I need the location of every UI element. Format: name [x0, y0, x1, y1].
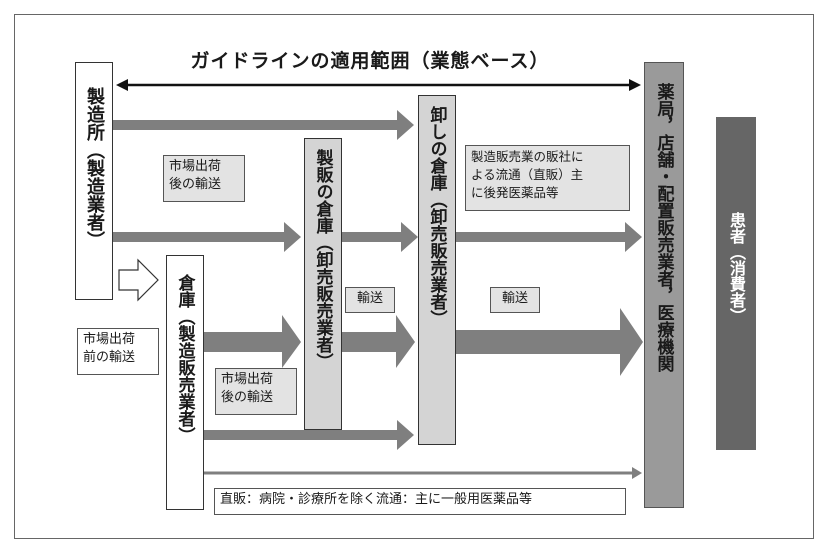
label-line: よる流通（直販）主 [471, 167, 584, 182]
wholesale-warehouse-label: 卸しの倉庫（卸売販売業者） [426, 106, 447, 327]
manufacturer-warehouse-box: 倉庫（製造販売業者） [166, 255, 204, 510]
diagram-title: ガイドラインの適用範囲（業態ベース） [190, 50, 550, 72]
label-line: 後の輸送 [221, 390, 274, 405]
pharmacy-label: 薬局，店舗・配置販売業者，医療機関 [653, 83, 674, 372]
arrow-warehouse-to-seihan [204, 315, 301, 368]
arrow-warehouse-to-pharmacy [204, 467, 642, 479]
patient-label: 患者（消費者） [727, 212, 746, 324]
hollow-arrow-factory-to-warehouse [118, 258, 159, 302]
pharmacy-box: 薬局，店舗・配置販売業者，医療機関 [644, 62, 684, 508]
arrow-warehouse-to-oroshi [204, 420, 414, 450]
label-line: 市場出荷 [169, 159, 222, 174]
post-market-transport-label-1: 市場出荷 後の輸送 [163, 155, 245, 202]
label-line: に後発医薬品等 [471, 185, 559, 200]
factory-label: 製造所（製造業者） [84, 87, 105, 249]
pre-market-transport-label: 市場出荷 前の輸送 [77, 328, 159, 375]
diagram-frame [14, 14, 814, 539]
transport-label-1: 輸送 [345, 287, 395, 313]
seihan-warehouse-label: 製販の倉庫（卸売販売業者） [312, 149, 333, 370]
post-market-transport-label-2: 市場出荷 後の輸送 [215, 368, 297, 415]
label-line: 前の輸送 [83, 350, 136, 365]
arrow-seihan-to-oroshi-big [342, 315, 415, 368]
factory-box: 製造所（製造業者） [75, 62, 113, 300]
arrow-factory-to-oroshi [113, 110, 414, 140]
label-line: 製造販売業の販社に [471, 149, 584, 164]
scope-double-arrow [116, 79, 641, 91]
wholesale-warehouse-box: 卸しの倉庫（卸売販売業者） [418, 95, 456, 445]
arrow-oroshi-to-pharmacy-upper [456, 222, 642, 252]
manufacturer-warehouse-label: 倉庫（製造販売業者） [174, 274, 195, 444]
arrow-oroshi-to-pharmacy-big [456, 308, 643, 376]
label-line: 市場出荷 [83, 332, 136, 347]
direct-sales-label: 直販：病院・診療所を除く流通：主に一般用医薬品等 [214, 488, 626, 515]
seihan-warehouse-box: 製販の倉庫（卸売販売業者） [304, 138, 342, 430]
label-line: 市場出荷 [221, 372, 274, 387]
arrow-factory-to-seihan [113, 222, 301, 252]
sales-company-label: 製造販売業の販社に よる流通（直販）主 に後発医薬品等 [465, 145, 630, 211]
transport-label-2: 輸送 [490, 287, 540, 313]
patient-box: 患者（消費者） [716, 117, 756, 450]
arrow-seihan-to-oroshi-upper [342, 222, 418, 252]
label-line: 後の輸送 [169, 177, 222, 192]
